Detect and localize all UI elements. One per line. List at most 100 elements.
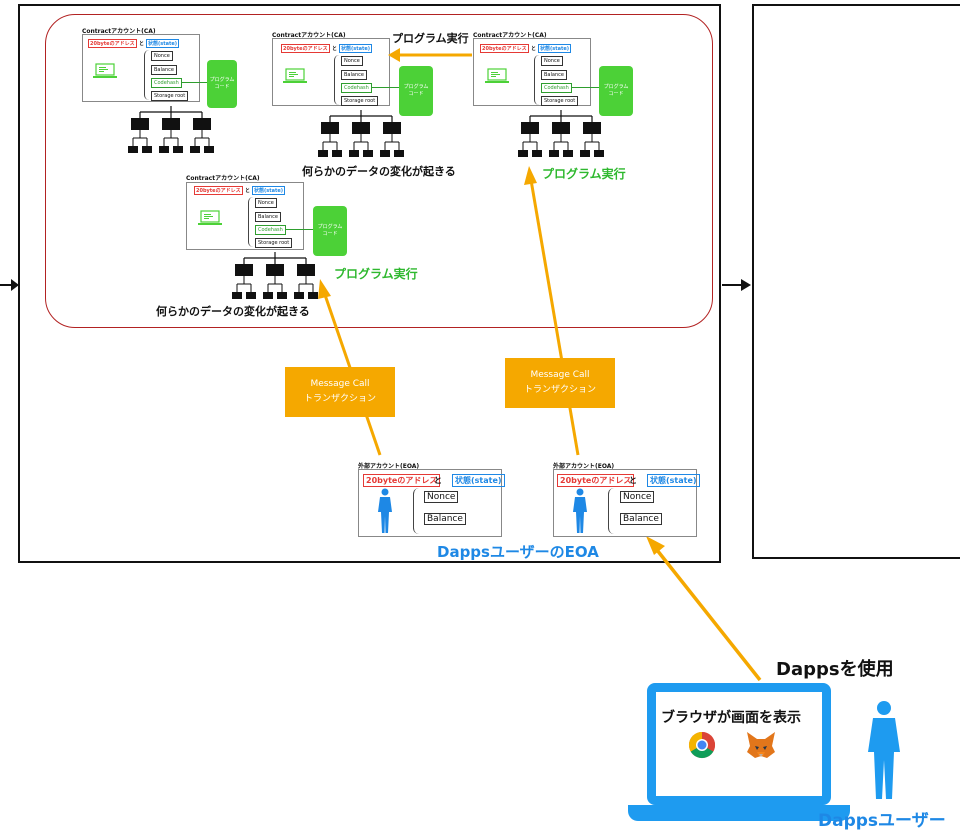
ca-field-storage-root: Storage root [255, 238, 293, 248]
ca-title: Contractアカウント(CA) [272, 32, 346, 39]
program-code-line1: プログラム [317, 224, 343, 230]
ca-title: Contractアカウント(CA) [186, 175, 260, 182]
dapps-use-caption: Dappsを使用 [776, 659, 894, 680]
eoa-title: 外部アカウント(EOA) [553, 463, 615, 470]
browser-display-caption: ブラウザが画面を表示 [661, 710, 801, 726]
ca-field-balance: Balance [151, 65, 177, 75]
ca-state: 状態(state) [146, 39, 180, 48]
program-code-line2: コード [408, 91, 424, 97]
ca-field-codehash: Codehash [341, 83, 372, 93]
laptop-icon [198, 210, 222, 225]
codehash-link-line [182, 82, 208, 83]
program-code-line2: コード [608, 91, 624, 97]
ca-state: 状態(state) [339, 44, 373, 53]
storage-tree-icon [128, 106, 214, 153]
ca-field-balance: Balance [255, 212, 281, 222]
ca-field-nonce: Nonce [541, 56, 563, 66]
message-call-line1: Message Call [530, 370, 590, 380]
eoa-brace [413, 488, 419, 534]
dapps-user-eoa-caption: DappsユーザーのEOA [437, 543, 599, 561]
laptop-icon [647, 683, 831, 805]
message-call-line2: トランザクション [523, 385, 596, 395]
ca-field-nonce: Nonce [341, 56, 363, 66]
dapps-user-caption: Dappsユーザー [818, 811, 946, 831]
data-change-caption-top: 何らかのデータの変化が起きる [302, 165, 456, 178]
storage-tree-icon [518, 110, 604, 157]
codehash-link-line [372, 87, 400, 88]
laptop-icon [283, 68, 307, 83]
program-exec-caption-right: プログラム実行 [542, 167, 626, 181]
ethereum-network-box [45, 14, 713, 328]
ca-state: 状態(state) [538, 44, 572, 53]
program-code-line2: コード [214, 84, 230, 90]
ca-field-nonce: Nonce [151, 51, 173, 61]
chrome-icon [688, 731, 716, 759]
ca-address: 20byteのアドレス [281, 44, 330, 53]
program-code-line1: プログラム [403, 84, 429, 90]
message-call-line1: Message Call [310, 379, 370, 389]
storage-tree-icon [232, 252, 318, 299]
ca-brace [144, 50, 149, 100]
ca-and: と [139, 41, 145, 47]
eoa-field-nonce: Nonce [424, 491, 459, 503]
left-orange-arrow-icon [388, 48, 472, 62]
person-icon [378, 488, 392, 533]
laptop-base [628, 805, 850, 821]
left-arrow-icon [0, 279, 19, 291]
ca-address: 20byteのアドレス [480, 44, 529, 53]
program-code-line1: プログラム [209, 77, 235, 83]
program-code-line1: プログラム [603, 84, 629, 90]
ca-state: 状態(state) [252, 186, 286, 195]
codehash-link-line [286, 229, 314, 230]
program-code-line2: コード [322, 231, 338, 237]
ca-field-storage-root: Storage root [341, 96, 379, 106]
codehash-link-line [572, 87, 600, 88]
ca-field-storage-root: Storage root [151, 91, 189, 101]
middle-arrow-icon [722, 279, 751, 291]
program-code-box: プログラムコード [599, 66, 633, 116]
metamask-fox-icon [747, 732, 775, 758]
ca-field-balance: Balance [341, 70, 367, 80]
program-code-box: プログラムコード [207, 60, 237, 108]
eoa-state: 状態(state) [647, 474, 700, 487]
eoa-brace [608, 488, 614, 534]
person-icon [573, 488, 587, 533]
storage-tree-icon [318, 110, 404, 157]
ca-and: と [332, 46, 338, 52]
program-exec-caption-middle: プログラム実行 [334, 267, 418, 281]
ca-brace [248, 197, 253, 247]
eoa-state: 状態(state) [452, 474, 505, 487]
browser-screen [656, 692, 822, 796]
ca-title: Contractアカウント(CA) [473, 32, 547, 39]
ca-and: と [245, 188, 251, 194]
ca-title: Contractアカウント(CA) [82, 28, 156, 35]
eoa-address: 20byteのアドレス [363, 474, 441, 487]
ca-brace [534, 55, 539, 105]
eoa-field-balance: Balance [620, 513, 662, 525]
program-exec-caption-top: プログラム実行 [392, 32, 469, 45]
ca-field-codehash: Codehash [541, 83, 572, 93]
ca-field-storage-root: Storage root [541, 96, 579, 106]
program-code-box: プログラムコード [313, 206, 347, 256]
eoa-address: 20byteのアドレス [557, 474, 635, 487]
ca-brace [334, 55, 339, 105]
eoa-and: と [434, 476, 442, 485]
eoa-and: と [629, 476, 637, 485]
eoa-field-nonce: Nonce [620, 491, 655, 503]
person-icon [868, 701, 900, 799]
data-change-caption-bottom: 何らかのデータの変化が起きる [156, 305, 310, 318]
ca-address: 20byteのアドレス [88, 39, 137, 48]
program-code-box: プログラムコード [399, 66, 433, 116]
eoa-field-balance: Balance [424, 513, 466, 525]
eoa-title: 外部アカウント(EOA) [358, 463, 420, 470]
ca-field-nonce: Nonce [255, 198, 277, 208]
ca-address: 20byteのアドレス [194, 186, 243, 195]
message-call-box-1: Message Call トランザクション [285, 367, 395, 417]
ca-and: と [531, 46, 537, 52]
message-call-box-2: Message Call トランザクション [505, 358, 615, 408]
laptop-icon [485, 68, 509, 83]
ca-field-balance: Balance [541, 70, 567, 80]
laptop-icon [93, 63, 117, 78]
ca-field-codehash: Codehash [255, 225, 286, 235]
